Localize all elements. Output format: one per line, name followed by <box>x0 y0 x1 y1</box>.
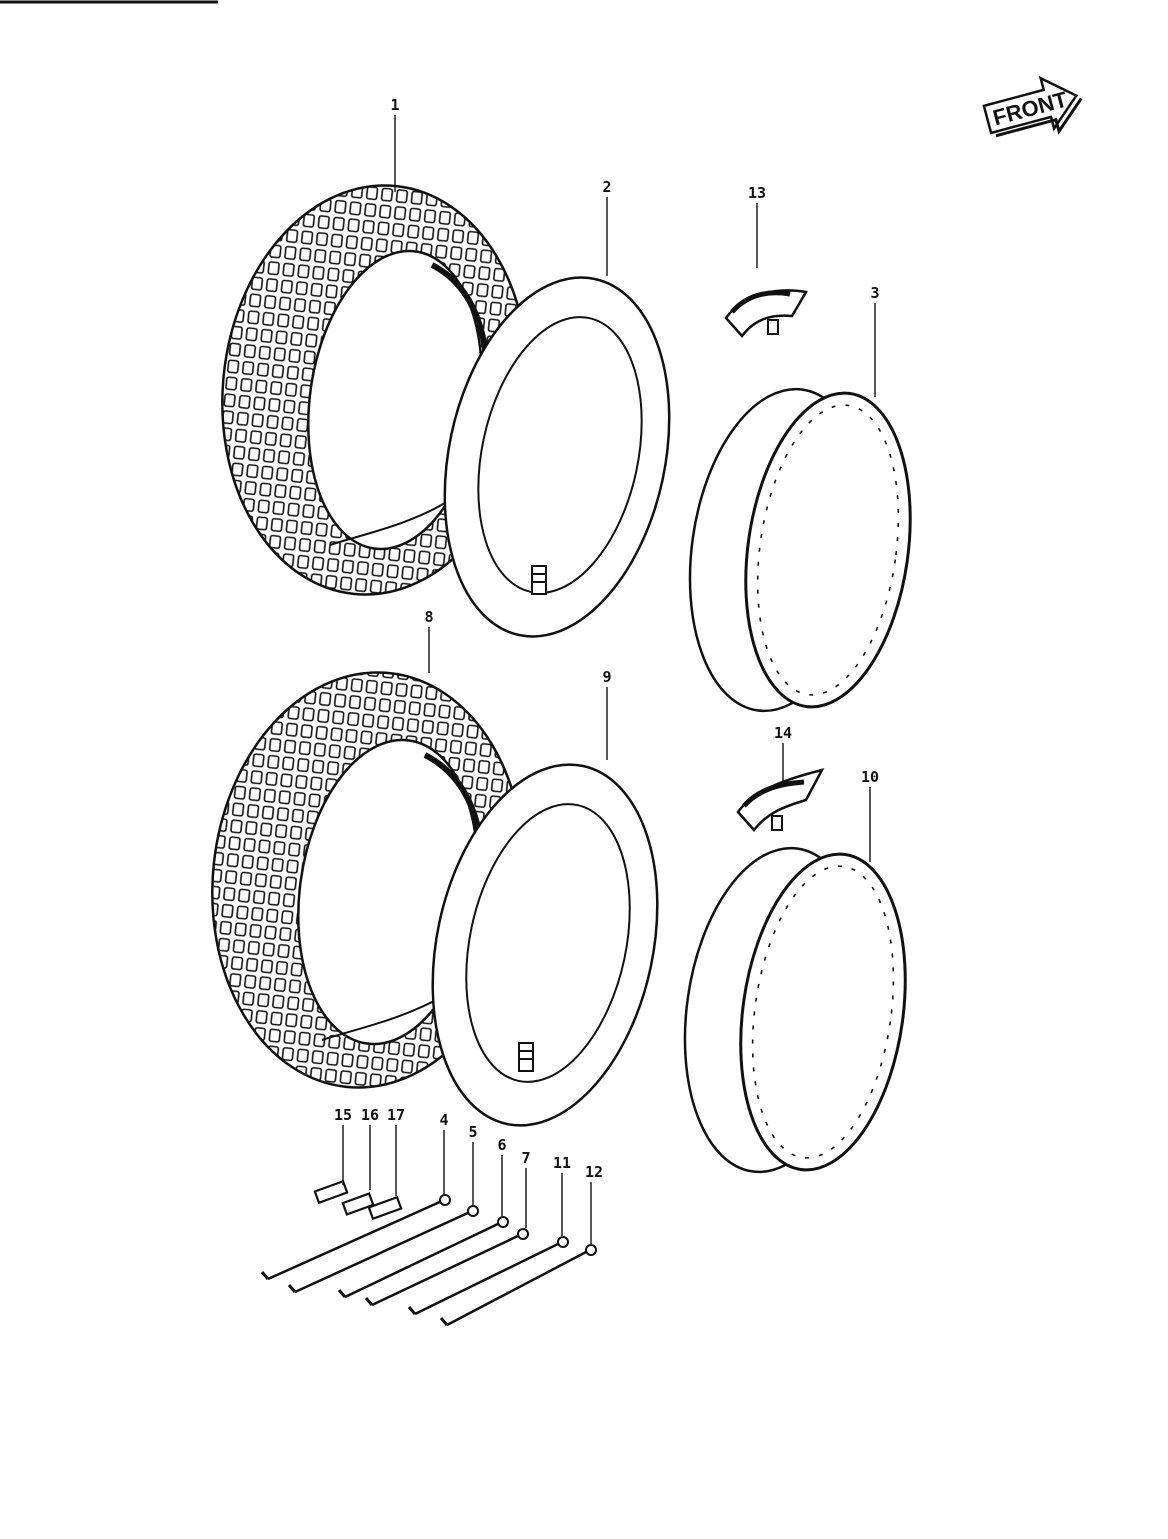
spoke-part <box>407 1236 569 1316</box>
callout-13: 13 <box>748 184 766 202</box>
spoke-part <box>439 1244 597 1327</box>
callout-3: 3 <box>870 284 879 302</box>
rim-rear <box>683 846 907 1174</box>
callout-14: 14 <box>774 724 792 742</box>
callout-10: 10 <box>861 768 879 786</box>
rim-band-front <box>724 289 808 338</box>
rim-front <box>688 387 912 713</box>
callout-2: 2 <box>602 178 611 196</box>
inner-tube-rear <box>431 763 659 1127</box>
callout-17: 17 <box>387 1106 405 1124</box>
rim-band-rear <box>736 768 825 832</box>
inner-tube-front <box>443 276 671 638</box>
callout-5: 5 <box>468 1123 477 1141</box>
spoke-part <box>337 1216 509 1299</box>
valve-nut-part <box>367 1195 403 1221</box>
callout-6: 6 <box>497 1136 506 1154</box>
callout-11: 11 <box>553 1154 571 1172</box>
callout-15: 15 <box>334 1106 352 1124</box>
valve-cap-part <box>341 1192 375 1216</box>
valve-stem-icon <box>518 1042 534 1072</box>
valve-core-part <box>313 1179 349 1205</box>
callout-9: 9 <box>602 668 611 686</box>
front-arrow-icon: FRONT <box>982 75 1083 138</box>
valve-stem-icon <box>531 565 547 595</box>
callout-8: 8 <box>424 608 433 626</box>
spoke-part <box>364 1228 529 1307</box>
callout-1: 1 <box>390 96 399 114</box>
spoke-part <box>260 1194 451 1281</box>
callout-16: 16 <box>361 1106 379 1124</box>
callout-4: 4 <box>439 1111 448 1129</box>
callout-12: 12 <box>585 1163 603 1181</box>
spoke-part <box>287 1205 479 1294</box>
callout-7: 7 <box>521 1149 530 1167</box>
